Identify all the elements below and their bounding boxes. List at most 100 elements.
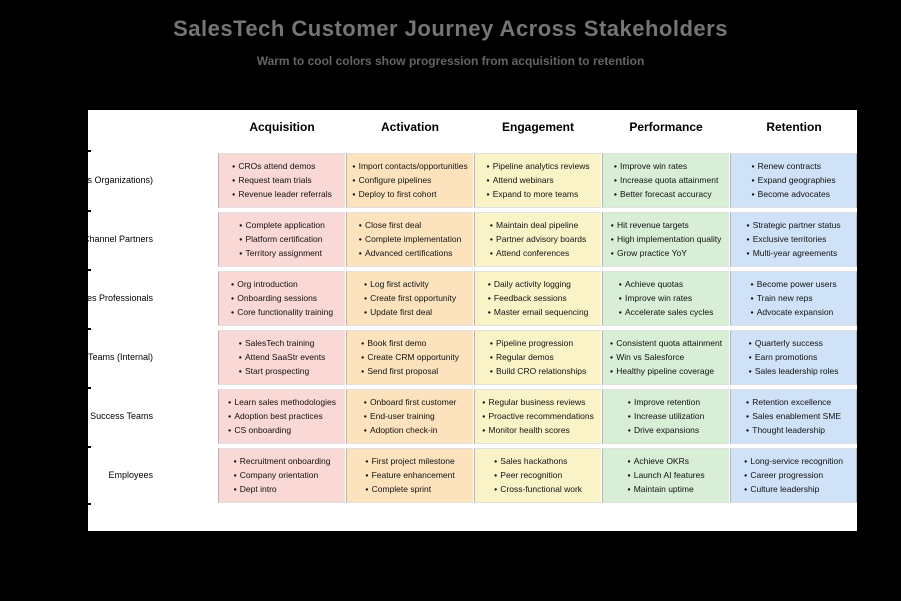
cell-item: Daily activity logging bbox=[488, 278, 589, 292]
journey-cell: Close first dealComplete implementationA… bbox=[346, 212, 473, 267]
journey-cell: Maintain deal pipelinePartner advisory b… bbox=[474, 212, 601, 267]
journey-cell: Pipeline analytics reviewsAttend webinar… bbox=[474, 153, 601, 208]
journey-cell: Renew contractsExpand geographiesBecome … bbox=[730, 153, 857, 208]
journey-cell: Org introductionOnboarding sessionsCore … bbox=[218, 271, 345, 326]
cell-item: Close first deal bbox=[359, 219, 462, 233]
left-axis-line bbox=[86, 112, 88, 504]
cell-item-list: Org introductionOnboarding sessionsCore … bbox=[231, 278, 333, 320]
cell-item: Achieve OKRs bbox=[627, 455, 704, 469]
cell-item: Attend webinars bbox=[486, 174, 589, 188]
cell-item: Master email sequencing bbox=[488, 306, 589, 320]
journey-cell: First project milestoneFeature enhanceme… bbox=[346, 448, 473, 503]
column-header-activation: Activation bbox=[380, 120, 439, 134]
cell-item: Drive expansions bbox=[628, 424, 705, 438]
cell-item-list: Onboard first customerEnd-user trainingA… bbox=[364, 396, 457, 438]
cell-item: High implementation quality bbox=[611, 233, 721, 247]
cell-item: Win vs Salesforce bbox=[610, 351, 722, 365]
cell-item: Maintain uptime bbox=[627, 483, 704, 497]
cell-item: Adoption best practices bbox=[228, 410, 336, 424]
cell-item: Create first opportunity bbox=[364, 292, 456, 306]
cell-item-list: CROs attend demosRequest team trialsReve… bbox=[232, 160, 332, 202]
cell-item: Import contacts/opportunities bbox=[352, 160, 468, 174]
cell-item: Become advocates bbox=[751, 188, 835, 202]
cell-item: Pipeline analytics reviews bbox=[486, 160, 590, 174]
journey-cell: CROs attend demosRequest team trialsReve… bbox=[218, 153, 345, 208]
cell-item-list: Daily activity loggingFeedback sessionsM… bbox=[488, 278, 589, 320]
row-label: Channel Partners bbox=[82, 234, 153, 244]
cell-item: Core functionality training bbox=[231, 306, 333, 320]
cell-item: Train new reps bbox=[750, 292, 836, 306]
cell-item: Accelerate sales cycles bbox=[619, 306, 713, 320]
axis-tick bbox=[86, 269, 91, 271]
cell-item: Sales enablement SME bbox=[746, 410, 841, 424]
cell-item: Quarterly success bbox=[749, 337, 839, 351]
cell-item-list: Log first activityCreate first opportuni… bbox=[364, 278, 456, 320]
row-label: es Professionals bbox=[86, 293, 153, 303]
cell-item: CS onboarding bbox=[228, 424, 336, 438]
cell-item: Multi-year agreements bbox=[746, 247, 840, 261]
journey-cell: Regular business reviewsProactive recomm… bbox=[474, 389, 601, 444]
axis-tick bbox=[86, 446, 91, 448]
column-header-retention: Retention bbox=[766, 120, 822, 134]
journey-cell: Improve retentionIncrease utilizationDri… bbox=[602, 389, 729, 444]
journey-cell: Log first activityCreate first opportuni… bbox=[346, 271, 473, 326]
journey-cell: SalesTech trainingAttend SaaStr eventsSt… bbox=[218, 330, 345, 385]
journey-cell: Quarterly successEarn promotionsSales le… bbox=[730, 330, 857, 385]
cell-item: Log first activity bbox=[364, 278, 456, 292]
axis-tick bbox=[86, 210, 91, 212]
cell-item: Regular demos bbox=[490, 351, 587, 365]
cell-item: Improve retention bbox=[628, 396, 705, 410]
cell-item: First project milestone bbox=[365, 455, 455, 469]
cell-item: Grow practice YoY bbox=[611, 247, 722, 261]
journey-cell: Consistent quota attainmentWin vs Salesf… bbox=[602, 330, 729, 385]
cell-item: CROs attend demos bbox=[232, 160, 332, 174]
journey-cell: Book first demoCreate CRM opportunitySen… bbox=[346, 330, 473, 385]
cell-item-list: Import contacts/opportunitiesConfigure p… bbox=[352, 160, 468, 202]
cell-item: Advocate expansion bbox=[750, 306, 836, 320]
journey-cell: Hit revenue targetsHigh implementation q… bbox=[602, 212, 729, 267]
journey-cell: Achieve OKRsLaunch AI featuresMaintain u… bbox=[602, 448, 729, 503]
cell-item: Long-service recognition bbox=[744, 455, 843, 469]
cell-item: Advanced certifications bbox=[359, 247, 462, 261]
cell-item: Configure pipelines bbox=[352, 174, 467, 188]
cell-item: Territory assignment bbox=[239, 247, 325, 261]
cell-item: End-user training bbox=[364, 410, 457, 424]
cell-item: Org introduction bbox=[231, 278, 333, 292]
journey-cell: Retention excellenceSales enablement SME… bbox=[730, 389, 857, 444]
cell-item-list: Pipeline progressionRegular demosBuild C… bbox=[490, 337, 587, 379]
cell-item: Complete implementation bbox=[359, 233, 461, 247]
cell-item-list: Complete applicationPlatform certificati… bbox=[239, 219, 325, 261]
cell-item: Feedback sessions bbox=[488, 292, 589, 306]
cell-item-list: Maintain deal pipelinePartner advisory b… bbox=[490, 219, 586, 261]
cell-item-list: Book first demoCreate CRM opportunitySen… bbox=[361, 337, 459, 379]
cell-item: Improve win rates bbox=[619, 292, 714, 306]
axis-tick bbox=[86, 387, 91, 389]
cell-item: Complete sprint bbox=[365, 483, 455, 497]
page-title: SalesTech Customer Journey Across Stakeh… bbox=[173, 16, 728, 41]
cell-item: Culture leadership bbox=[744, 483, 843, 497]
cell-item: Feature enhancement bbox=[365, 469, 455, 483]
cell-item: Create CRM opportunity bbox=[361, 351, 459, 365]
cell-item: Regular business reviews bbox=[482, 396, 594, 410]
cell-item-list: Long-service recognitionCareer progressi… bbox=[744, 455, 843, 497]
cell-item-list: Achieve OKRsLaunch AI featuresMaintain u… bbox=[627, 455, 705, 497]
journey-cell: Recruitment onboardingCompany orientatio… bbox=[218, 448, 345, 503]
cell-item: Expand geographies bbox=[751, 174, 836, 188]
cell-item-list: Improve retentionIncrease utilizationDri… bbox=[628, 396, 705, 438]
cell-item-list: Become power usersTrain new repsAdvocate… bbox=[750, 278, 837, 320]
cell-item: Send first proposal bbox=[361, 365, 459, 379]
cell-item-list: Retention excellenceSales enablement SME… bbox=[746, 396, 841, 438]
cell-item-list: Regular business reviewsProactive recomm… bbox=[482, 396, 594, 438]
cell-item: Update first deal bbox=[364, 306, 456, 320]
cell-item-list: Consistent quota attainmentWin vs Salesf… bbox=[610, 337, 722, 379]
cell-item-list: Quarterly successEarn promotionsSales le… bbox=[749, 337, 839, 379]
cell-item: Become power users bbox=[750, 278, 837, 292]
cell-item: Sales hackathons bbox=[494, 455, 582, 469]
journey-cell: Strategic partner statusExclusive territ… bbox=[730, 212, 857, 267]
cell-item: Dept intro bbox=[233, 483, 330, 497]
cell-item: Proactive recommendations bbox=[482, 410, 593, 424]
cell-item: Achieve quotas bbox=[619, 278, 714, 292]
cell-item: Improve win rates bbox=[614, 160, 719, 174]
cell-item: Onboard first customer bbox=[364, 396, 456, 410]
